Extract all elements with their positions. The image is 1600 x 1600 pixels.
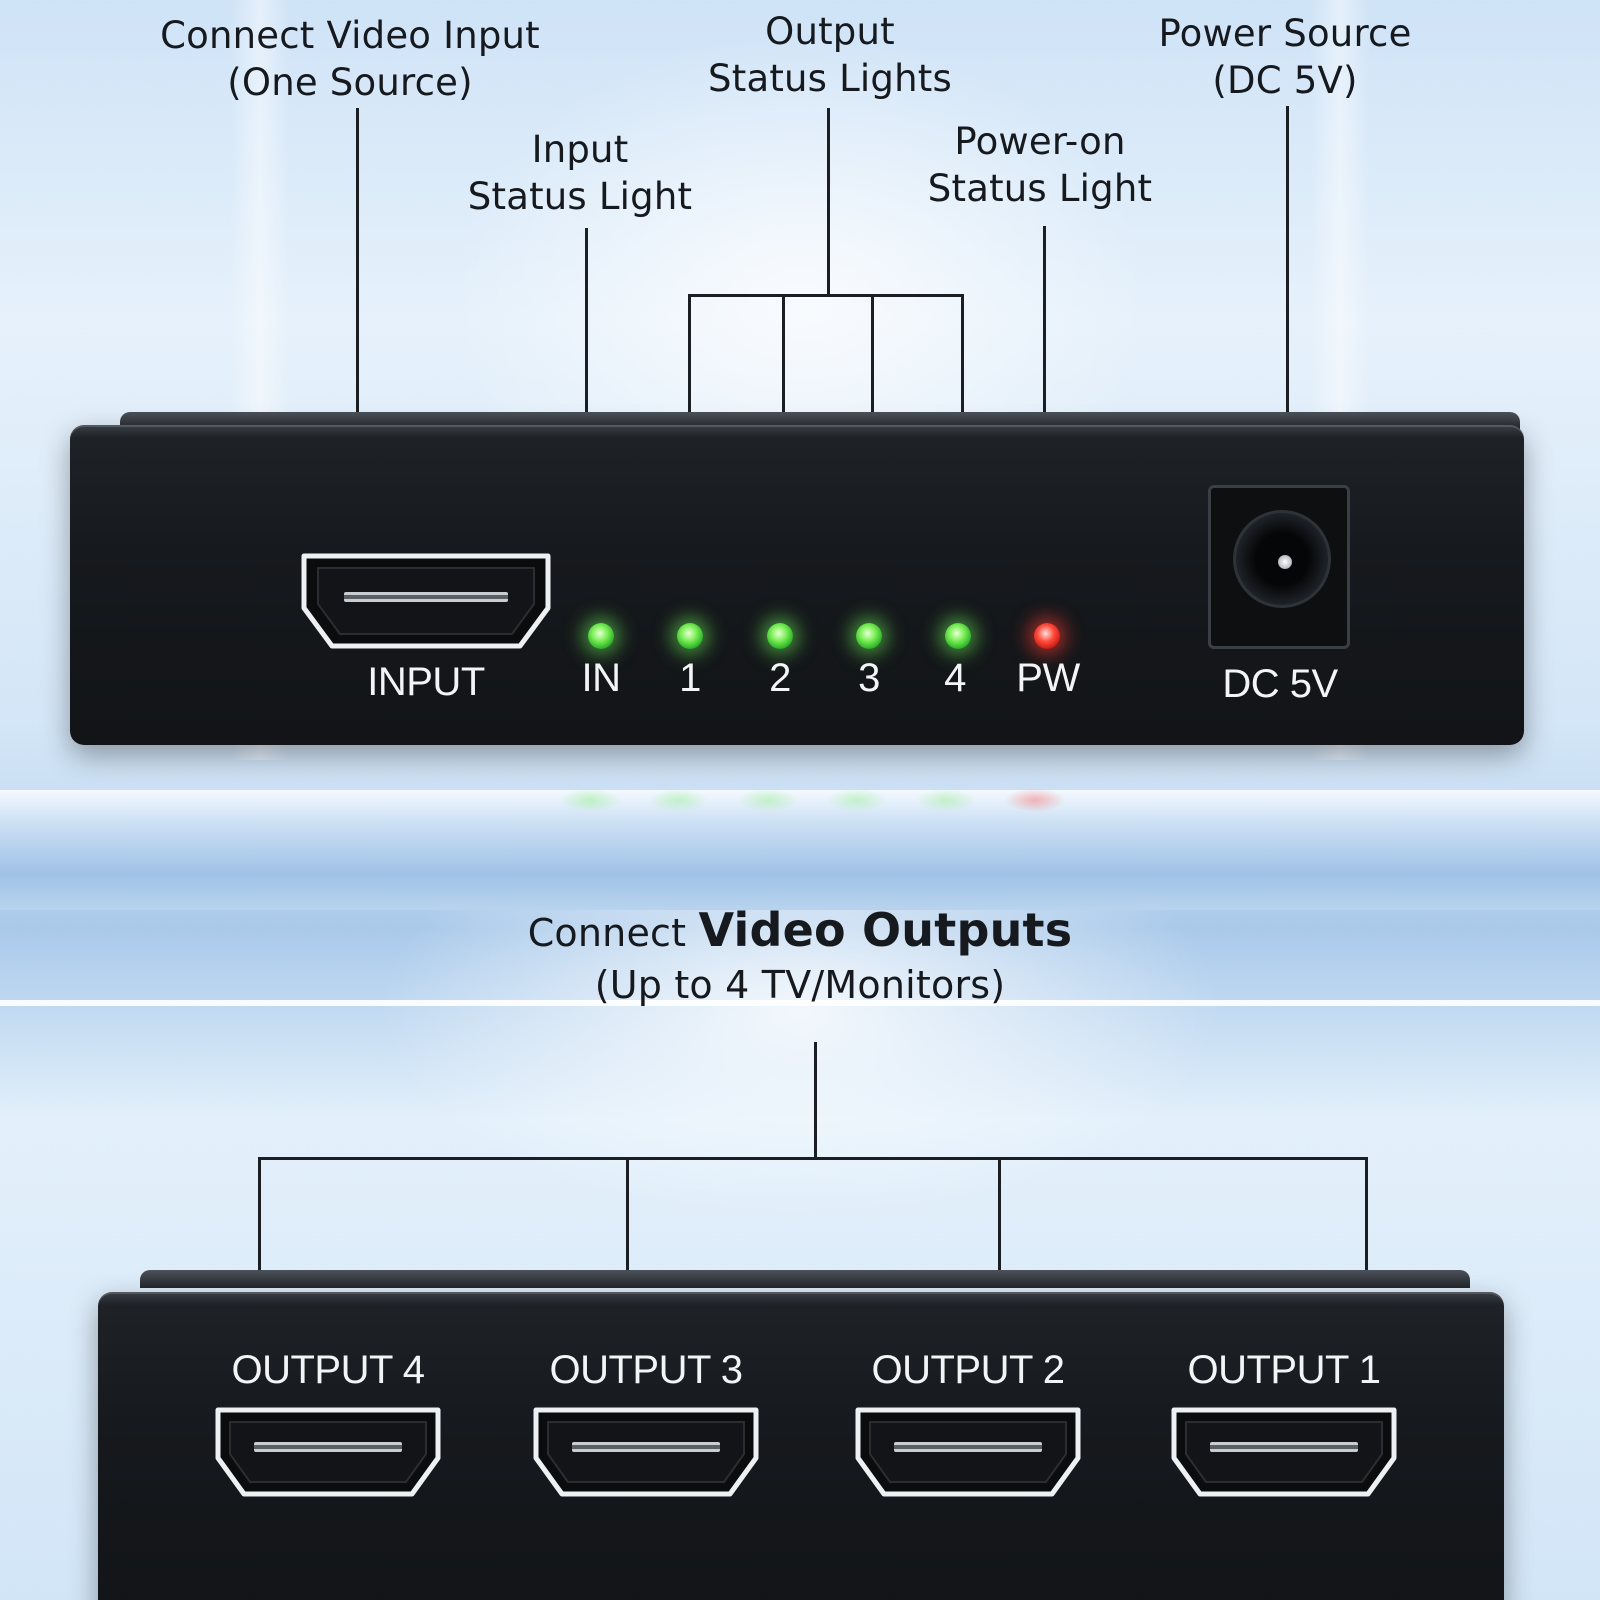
- dc-power-jack: [1208, 485, 1350, 649]
- leader-line-output-status: [827, 108, 830, 296]
- led-reflections: [560, 785, 1080, 815]
- output-3-label: OUTPUT 3: [549, 1348, 743, 1392]
- led-output-3-icon: [856, 623, 882, 649]
- hdmi-output-3-port-icon: [533, 1407, 759, 1497]
- leader-line-video-input: [356, 108, 359, 413]
- leader-line-output-port-4: [258, 1157, 261, 1275]
- callout-power-source: Power Source (DC 5V): [1158, 12, 1412, 102]
- leader-bracket-output-status: [688, 294, 964, 297]
- leader-line-power-on: [1043, 226, 1046, 413]
- leader-line-output-1: [688, 294, 691, 413]
- indicator-label-pw: PW: [1016, 656, 1080, 700]
- indicator-label-1: 1: [679, 656, 701, 700]
- shelf-highlight: [0, 1000, 1600, 1006]
- leader-line-output-port-2: [998, 1157, 1001, 1275]
- output-4-label: OUTPUT 4: [231, 1348, 425, 1392]
- hdmi-output-1-port-icon: [1171, 1407, 1397, 1497]
- callout-video-outputs: Connect Video Outputs (Up to 4 TV/Monito…: [527, 903, 1073, 1007]
- led-in-icon: [588, 623, 614, 649]
- output-2-label: OUTPUT 2: [871, 1348, 1065, 1392]
- callout-power-on-status: Power-on Status Light: [927, 120, 1153, 210]
- leader-line-output-4: [961, 294, 964, 413]
- callout-input-status: Input Status Light: [467, 128, 693, 218]
- shelf-divider: [0, 790, 1600, 910]
- callout-video-outputs-emphasis: Video Outputs: [698, 903, 1073, 957]
- hdmi-input-port-icon: [301, 553, 551, 649]
- callout-output-status: Output Status Lights: [708, 10, 952, 100]
- leader-bracket-video-outputs: [258, 1157, 1368, 1160]
- output-1-label: OUTPUT 1: [1187, 1348, 1381, 1392]
- callout-video-input: Connect Video Input (One Source): [160, 14, 540, 104]
- leader-line-output-2: [782, 294, 785, 413]
- led-output-1-icon: [677, 623, 703, 649]
- input-port-label: INPUT: [367, 660, 485, 704]
- dc-port-label: DC 5V: [1222, 662, 1338, 706]
- leader-line-power-source: [1286, 106, 1289, 413]
- leader-line-output-3: [871, 294, 874, 413]
- leader-line-output-port-1: [1365, 1157, 1368, 1275]
- indicator-label-3: 3: [858, 656, 880, 700]
- indicator-label-in: IN: [581, 656, 622, 700]
- indicator-label-2: 2: [769, 656, 791, 700]
- indicator-label-4: 4: [944, 656, 966, 700]
- hdmi-output-2-port-icon: [855, 1407, 1081, 1497]
- back-device-top-edge: [140, 1270, 1470, 1288]
- led-output-2-icon: [767, 623, 793, 649]
- hdmi-output-4-port-icon: [215, 1407, 441, 1497]
- leader-line-input-status: [585, 228, 588, 413]
- dc-jack-socket-icon: [1233, 510, 1331, 608]
- led-power-icon: [1034, 623, 1060, 649]
- dc-jack-pin-icon: [1278, 555, 1292, 569]
- leader-line-video-outputs: [814, 1042, 817, 1160]
- led-output-4-icon: [945, 623, 971, 649]
- leader-line-output-port-3: [626, 1157, 629, 1275]
